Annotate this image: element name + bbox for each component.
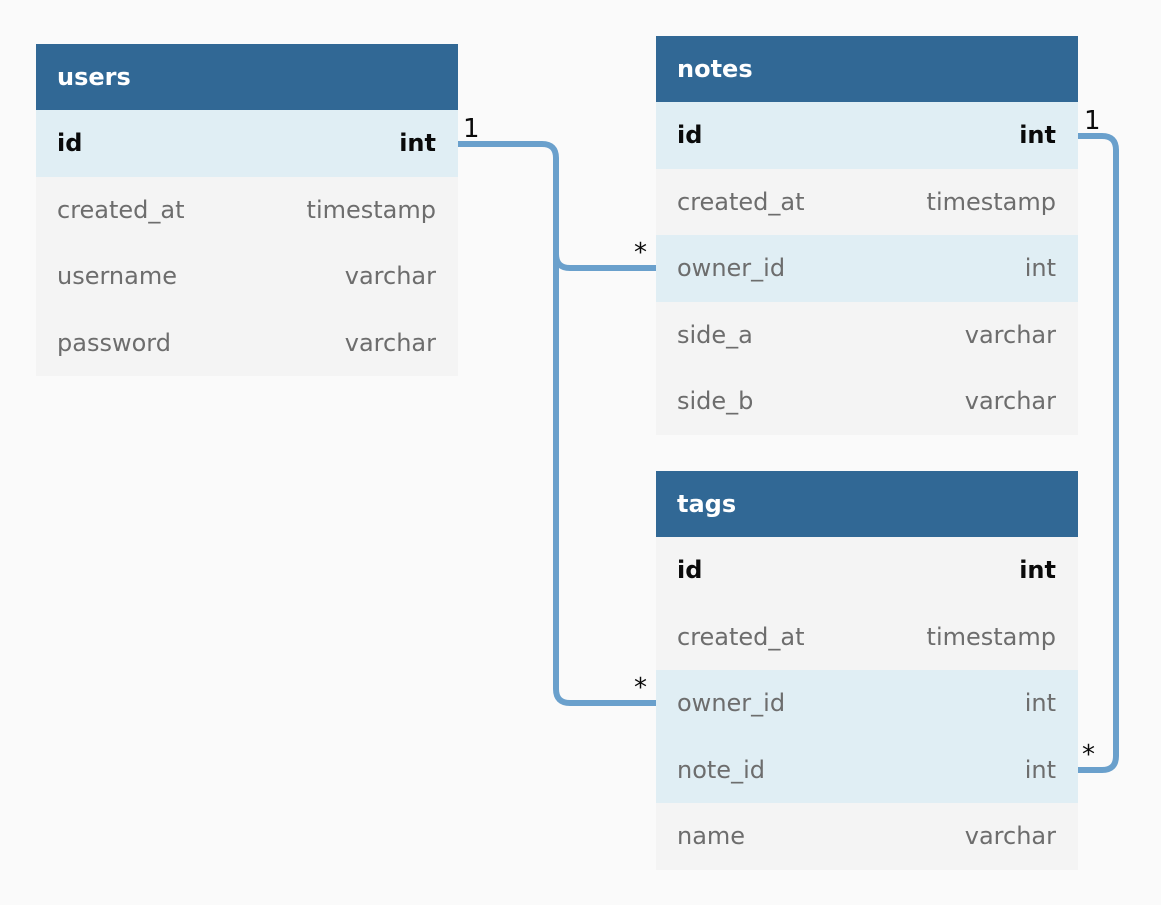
column-type: timestamp <box>926 187 1056 216</box>
table-header[interactable]: notes <box>656 36 1078 102</box>
column-name: name <box>677 822 746 851</box>
table-row[interactable]: note_id int <box>656 736 1078 803</box>
cardinality-label: * <box>634 238 647 268</box>
column-type: int <box>399 129 436 158</box>
table-tags[interactable]: tags id int created_at timestamp owner_i… <box>656 471 1078 870</box>
column-type: int <box>1024 254 1056 283</box>
column-name: created_at <box>677 622 805 651</box>
table-row[interactable]: created_at timestamp <box>36 176 458 243</box>
cardinality-label: * <box>634 673 647 703</box>
table-row[interactable]: id int <box>36 110 458 177</box>
cardinality-label: 1 <box>463 114 480 144</box>
table-row[interactable]: owner_id int <box>656 670 1078 737</box>
column-type: int <box>1019 121 1056 150</box>
cardinality-label: * <box>1082 740 1095 770</box>
column-type: int <box>1019 556 1056 585</box>
table-row[interactable]: created_at timestamp <box>656 603 1078 670</box>
column-name: side_a <box>677 320 753 349</box>
column-name: owner_id <box>677 254 786 283</box>
table-row[interactable]: created_at timestamp <box>656 168 1078 235</box>
column-name: id <box>677 121 703 150</box>
link-users-notes <box>457 141 656 271</box>
table-row[interactable]: name varchar <box>656 803 1078 870</box>
link-users-tags <box>553 200 656 706</box>
column-type: timestamp <box>306 195 436 224</box>
column-type: timestamp <box>926 622 1056 651</box>
table-row[interactable]: owner_id int <box>656 235 1078 302</box>
column-type: varchar <box>344 328 436 357</box>
column-name: created_at <box>677 187 805 216</box>
column-type: varchar <box>964 387 1056 416</box>
table-row[interactable]: id int <box>656 102 1078 169</box>
table-row[interactable]: side_a varchar <box>656 301 1078 368</box>
column-name: created_at <box>57 195 185 224</box>
column-type: varchar <box>964 320 1056 349</box>
table-header[interactable]: users <box>36 44 458 110</box>
column-name: id <box>57 129 83 158</box>
table-users[interactable]: users id int created_at timestamp userna… <box>36 44 458 376</box>
column-type: varchar <box>964 822 1056 851</box>
column-type: varchar <box>344 262 436 291</box>
cardinality-label: 1 <box>1084 106 1101 136</box>
column-name: password <box>57 328 171 357</box>
column-type: int <box>1024 755 1056 784</box>
table-row[interactable]: password varchar <box>36 309 458 376</box>
column-name: username <box>57 262 177 291</box>
table-row[interactable]: username varchar <box>36 243 458 310</box>
column-type: int <box>1024 689 1056 718</box>
table-notes[interactable]: notes id int created_at timestamp owner_… <box>656 36 1078 435</box>
column-name: id <box>677 556 703 585</box>
link-notes-tags <box>1078 133 1119 773</box>
column-name: side_b <box>677 387 754 416</box>
column-name: owner_id <box>677 689 786 718</box>
column-name: note_id <box>677 755 765 784</box>
table-row[interactable]: side_b varchar <box>656 368 1078 435</box>
table-header[interactable]: tags <box>656 471 1078 537</box>
table-row[interactable]: id int <box>656 537 1078 604</box>
